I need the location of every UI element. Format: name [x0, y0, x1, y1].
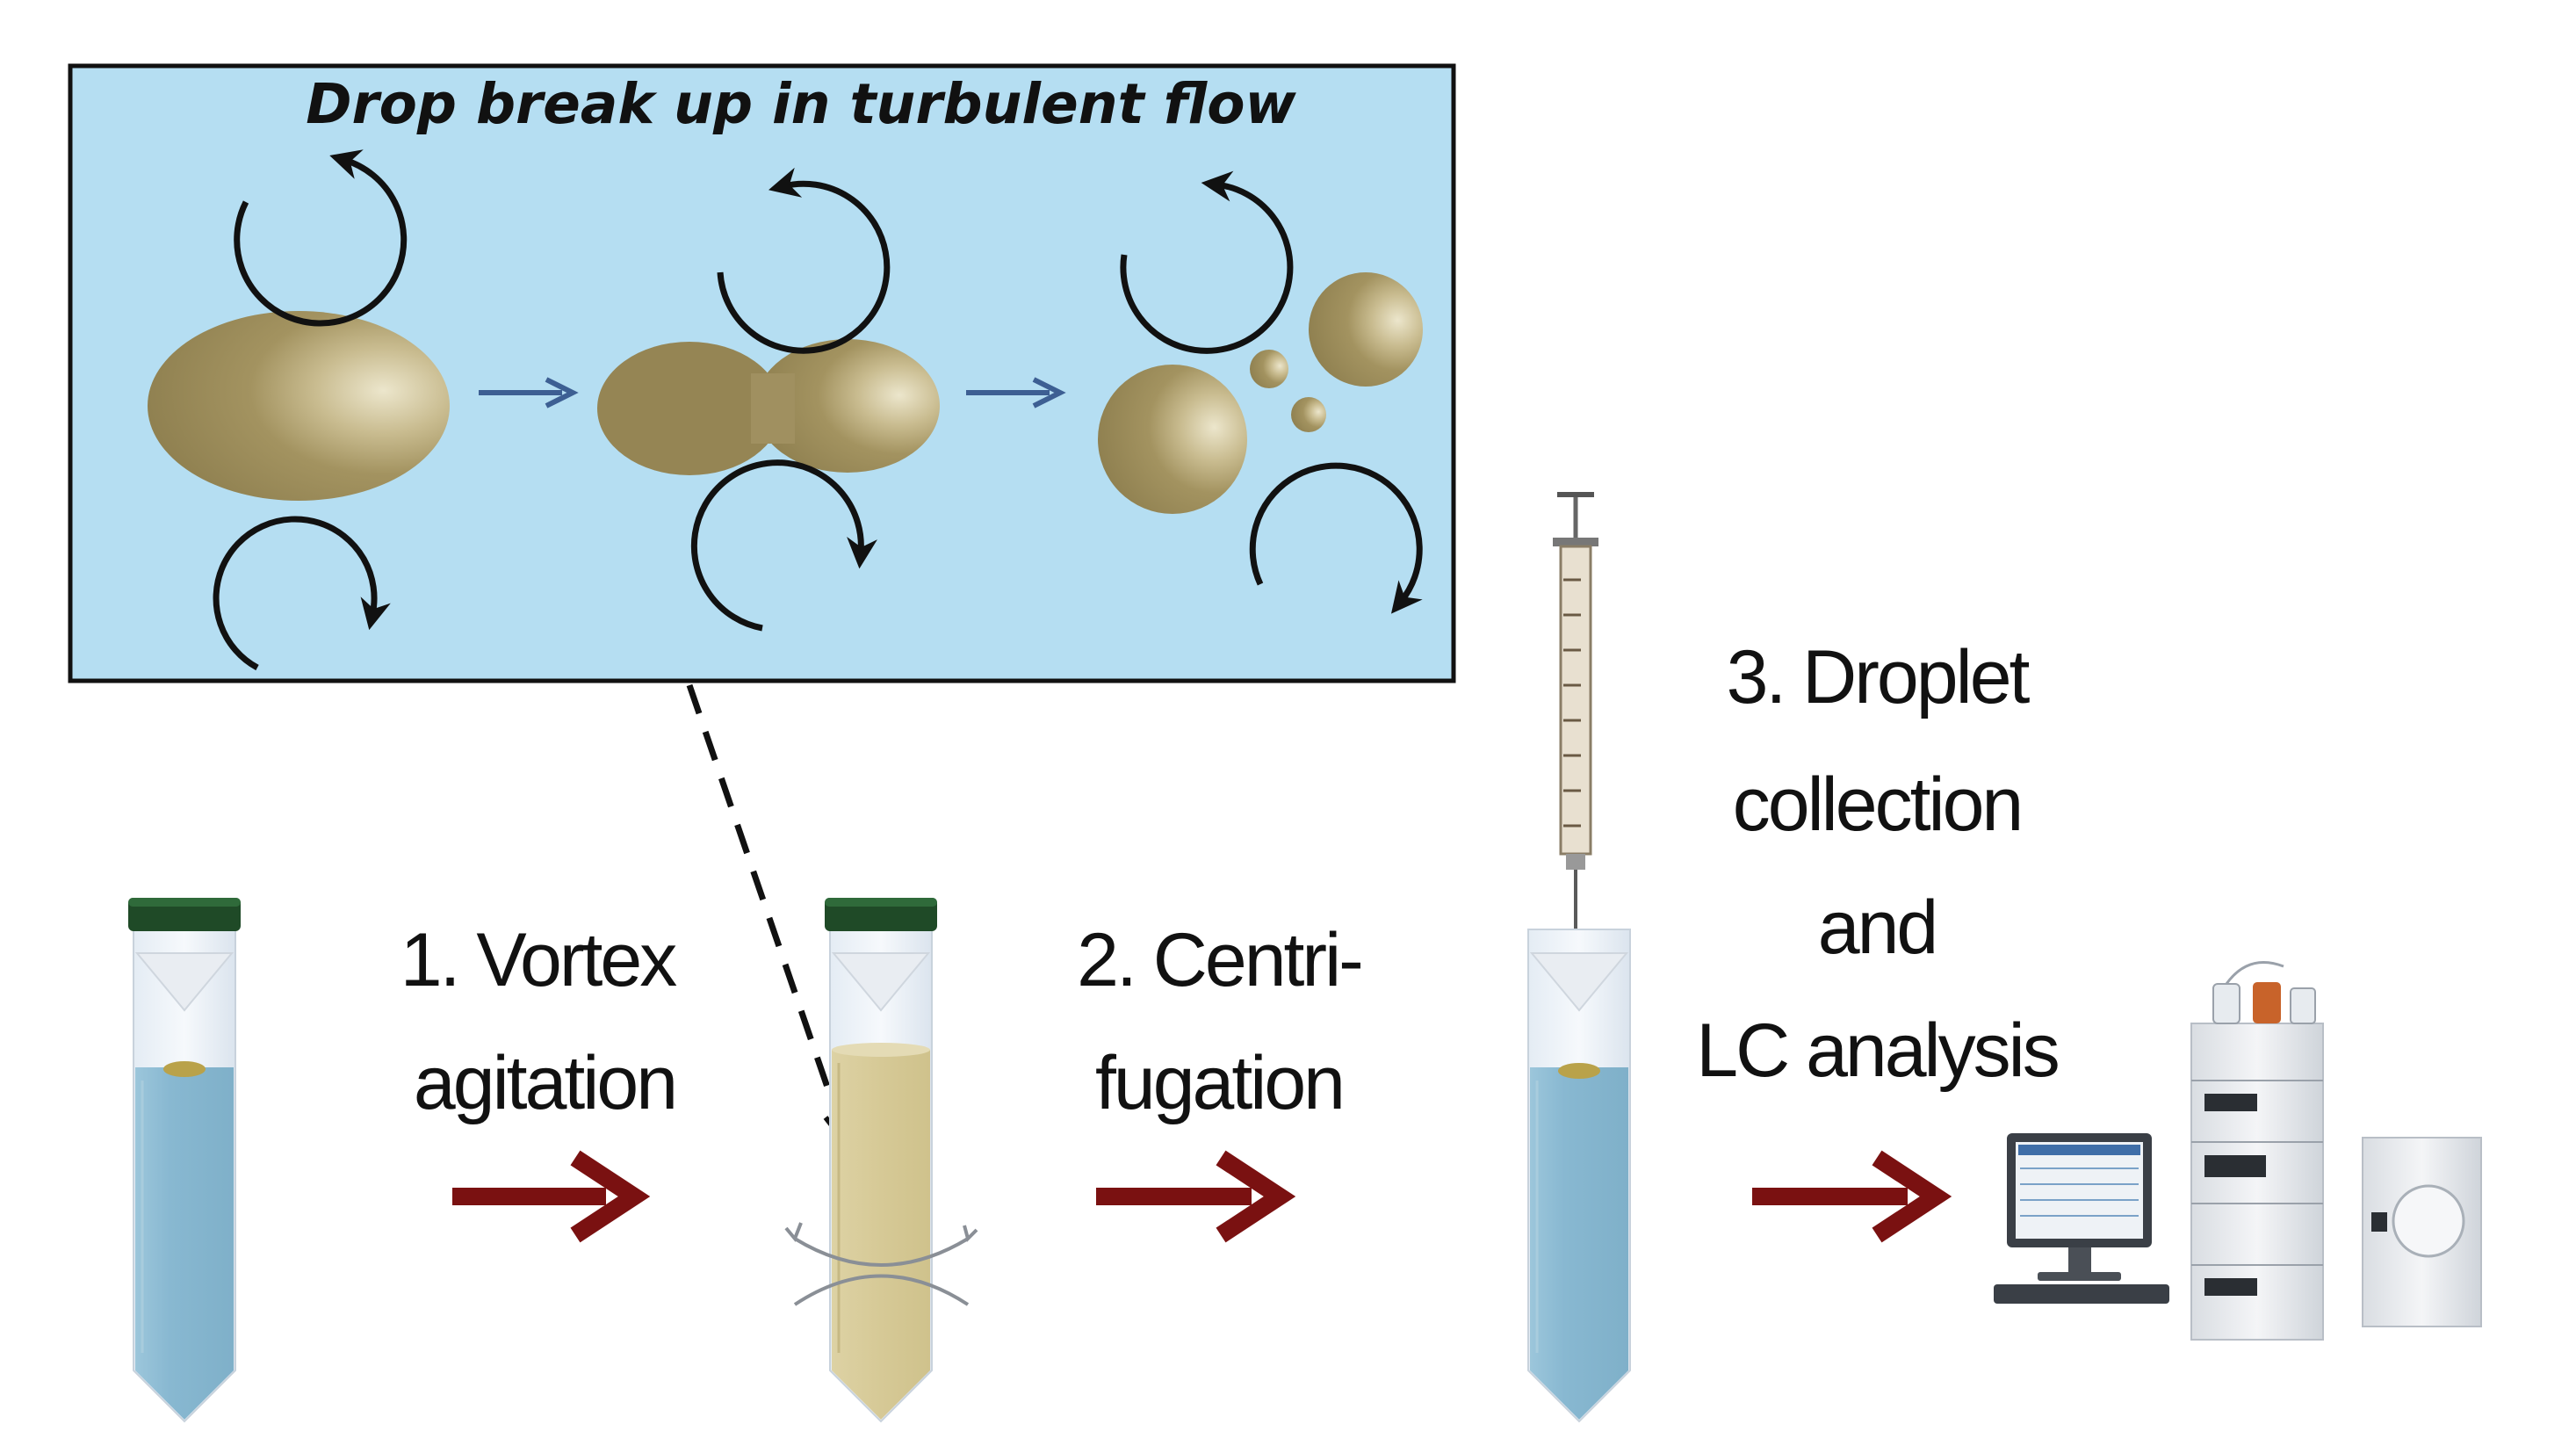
process-arrow-icon [1752, 1150, 1952, 1243]
turbulence-inset: Drop break up in turbulent flow [68, 63, 1456, 683]
step-2-subtitle: fugation [1095, 1041, 1343, 1125]
solvent-droplet [1558, 1063, 1600, 1079]
step-3-line3: and [1818, 886, 1937, 970]
droplet-fragment [1291, 397, 1326, 432]
eddy-arrow-icon [1120, 170, 1294, 354]
eddy-arrow-icon [717, 167, 891, 354]
eddy-arrow-icon [1249, 462, 1423, 614]
droplet-fragment [1309, 272, 1423, 387]
tube-collection [1527, 929, 1631, 1423]
lc-instrument-icon [2190, 961, 2482, 1341]
step-1-subtitle: agitation [414, 1041, 675, 1125]
droplet-deforming [597, 339, 940, 475]
solvent-droplet [163, 1061, 206, 1077]
step-1-title: 1. Vortex [400, 918, 677, 1002]
droplet-fragment [1098, 365, 1247, 514]
step-2-title: 2. Centri- [1077, 918, 1361, 1002]
eddy-arrow-icon [690, 459, 877, 632]
step-1-label: 1. Vortex agitation [400, 918, 680, 1125]
computer-icon [1994, 1133, 2169, 1304]
inset-title: Drop break up in turbulent flow [306, 72, 1296, 136]
process-arrow-icon [1096, 1150, 1296, 1243]
eddy-arrow-icon [234, 149, 408, 327]
tube-initial [128, 898, 241, 1423]
eddy-arrow-icon [213, 516, 391, 671]
step-3-line4: LC analysis [1696, 1008, 2058, 1093]
syringe-icon [1553, 492, 1598, 1067]
step-2-label: 2. Centri- fugation [1077, 918, 1364, 1125]
droplet-large [148, 311, 450, 501]
step-3-label: 3. Droplet collection and LC analysis [1696, 635, 2060, 1093]
stage-arrow-icon [479, 377, 579, 408]
tube-emulsion [784, 898, 978, 1423]
step-3-title: 3. Droplet [1727, 635, 2031, 719]
vortex-motion-icon [784, 1222, 978, 1306]
process-arrow-icon [452, 1150, 651, 1243]
step-3-line2: collection [1733, 763, 2022, 847]
droplet-fragment [1250, 350, 1288, 388]
stage-arrow-icon [966, 377, 1066, 408]
